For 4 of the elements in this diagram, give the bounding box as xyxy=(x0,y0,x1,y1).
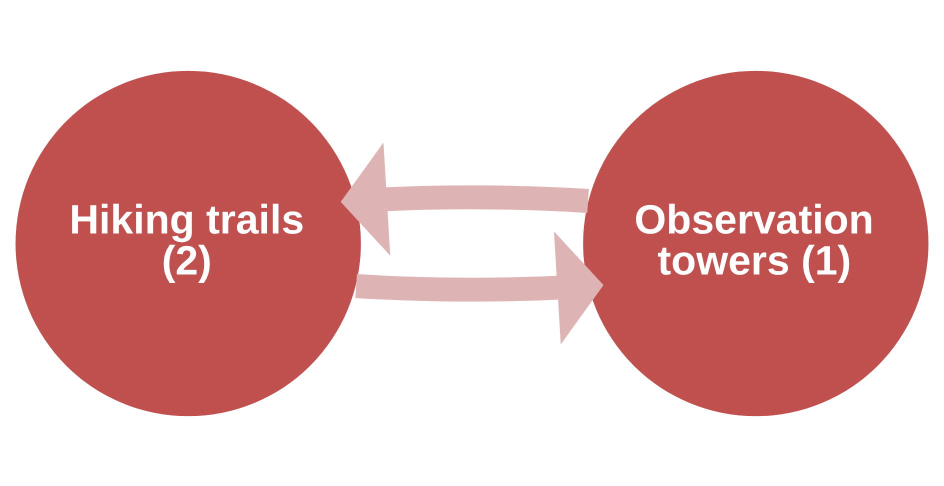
arrow xyxy=(340,142,589,256)
node-circle: Observation towers (1) xyxy=(583,70,928,416)
arrow xyxy=(355,230,604,344)
node-circle: Hiking trails (2) xyxy=(16,70,361,416)
